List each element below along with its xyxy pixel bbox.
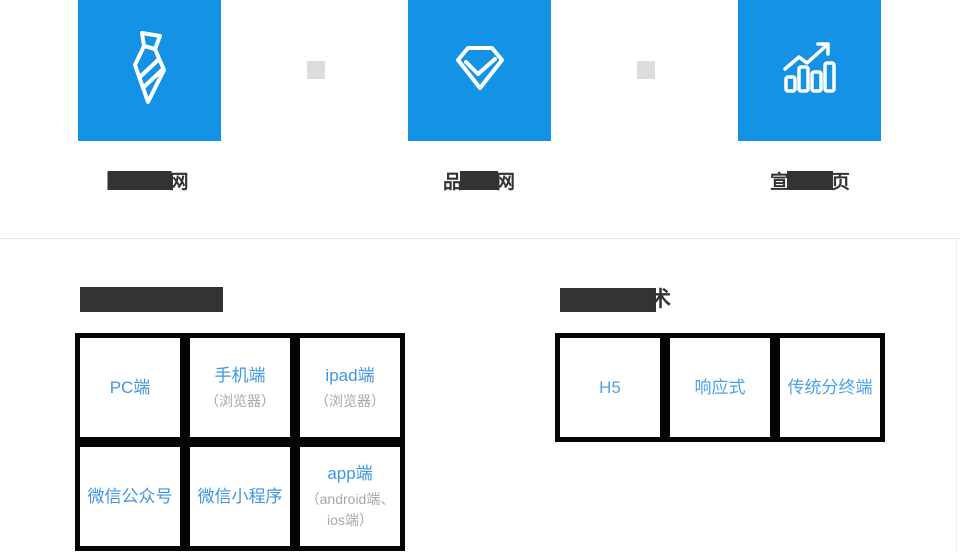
terminal-cell: PC端	[80, 338, 180, 437]
terminal-title: ipad端	[325, 365, 375, 385]
feature-tile-3	[738, 0, 881, 141]
redaction-block	[787, 170, 833, 190]
terminal-title: app端	[327, 464, 373, 483]
feature-tile-1	[78, 0, 221, 141]
redaction-block	[107, 170, 172, 190]
terminal-subtitle: （android端、ios端）	[305, 491, 395, 528]
tech-cell: 响应式	[670, 338, 770, 437]
terminals-section-header-redacted	[80, 287, 223, 312]
label-start: 宣	[769, 171, 789, 193]
tech-section-header-suffix: 术	[650, 288, 671, 311]
label-end: 网	[496, 171, 516, 193]
tie-icon	[121, 29, 179, 112]
tech-section-header-redacted	[560, 288, 656, 312]
feature-tile-2	[408, 0, 551, 141]
label-end: 网	[169, 171, 189, 193]
terminal-title: PC端	[109, 377, 151, 397]
tech-section-header: 术	[560, 287, 671, 312]
tile-connector	[307, 61, 325, 79]
terminals-grid: PC端 手机端 （浏览器） ipad端 （浏览器） 微信公众号 微信小程序 ap…	[75, 333, 405, 551]
gem-check-icon	[450, 43, 510, 98]
label-start: 品	[442, 171, 462, 193]
feature-tile-3-label: 宣 页	[769, 169, 851, 193]
feature-tile-2-label: 品 网	[442, 169, 516, 193]
growth-chart-icon	[781, 39, 839, 102]
terminal-cell: ipad端 （浏览器）	[300, 338, 400, 437]
terminal-subtitle: （浏览器）	[315, 392, 385, 409]
terminal-cell: 手机端 （浏览器）	[190, 338, 290, 437]
terminal-title: 微信小程序	[197, 486, 283, 506]
tile-connector	[637, 61, 655, 79]
tech-cell: 传统分终端	[780, 338, 880, 437]
terminal-subtitle: （浏览器）	[205, 392, 275, 409]
redaction-block	[460, 170, 498, 190]
tech-cell: H5	[560, 338, 660, 437]
section-divider	[0, 238, 960, 239]
right-edge-line	[956, 239, 957, 552]
terminal-title: 手机端	[214, 365, 266, 385]
tech-grid: H5 响应式 传统分终端	[555, 333, 885, 442]
feature-tile-1-label: 网	[107, 169, 189, 193]
terminal-cell: app端 （android端、ios端）	[300, 447, 400, 546]
terminal-cell: 微信小程序	[190, 447, 290, 546]
tech-title: H5	[599, 377, 621, 397]
tech-title: 响应式	[694, 377, 746, 397]
label-end: 页	[831, 171, 851, 193]
terminal-title: 微信公众号	[87, 486, 173, 506]
terminal-cell: 微信公众号	[80, 447, 180, 546]
tech-title: 传统分终端	[787, 377, 873, 397]
